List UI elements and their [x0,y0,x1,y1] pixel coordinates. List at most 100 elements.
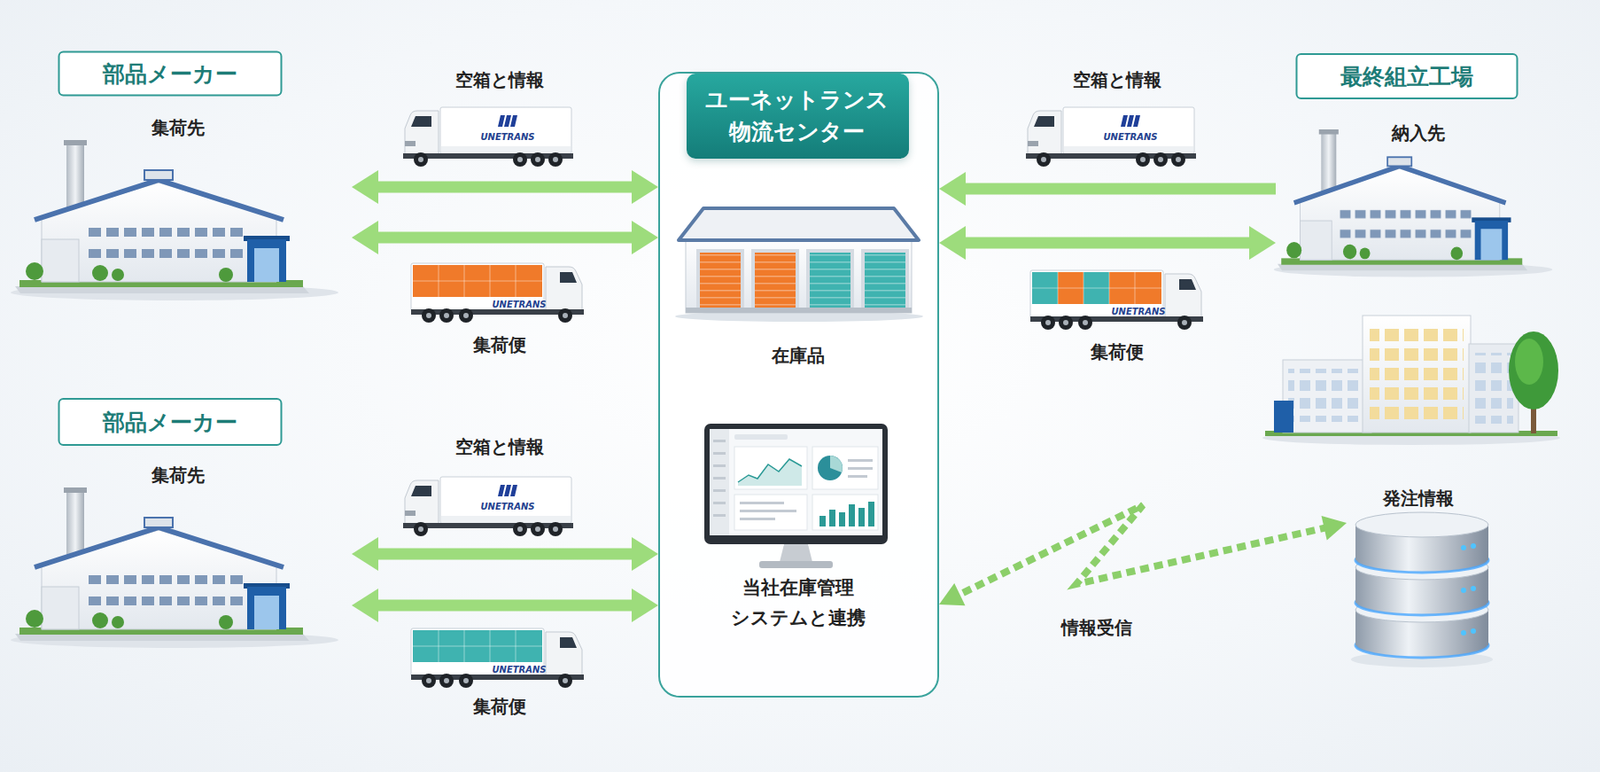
monitor [704,423,888,568]
delivery-point-label: 納入先 [1391,121,1445,146]
logistics-center-header: ユーネットランス 物流センター [686,73,909,159]
arrow-glow [372,177,637,198]
arrow-head [939,582,966,606]
truck-white [1025,107,1197,167]
edge-label: 空箱と情報 [1072,68,1162,93]
parts-maker-title: 部品メーカー [58,397,283,446]
arrow-head [351,536,379,571]
system-link-label-text: 当社在庫管理 システムと連携 [687,572,909,633]
truck-logo-text: UNETRANS [491,664,546,675]
pickup-point-label: 集荷先 [151,116,205,140]
arrow-shaft [372,181,637,194]
truck-logo: UNETRANS [491,664,546,675]
truck-logo-text: UNETRANS [480,501,535,512]
delivery-point-label-text: 納入先 [1391,121,1445,146]
system-link-label: 当社在庫管理 システムと連携 [687,572,909,633]
arrow-shaft [372,548,637,560]
truck-logo-text: UNETRANS [480,132,535,142]
pickup-point-label-text: 集荷先 [151,116,205,140]
edge-label-text: 情報受信 [1061,615,1133,640]
edge-label-text: 空箱と情報 [455,68,544,93]
truck-mixed [1030,270,1204,330]
warehouse [675,208,924,322]
edge-label: 集荷便 [473,694,527,719]
transport-arrow [939,171,1276,206]
truck-orange [411,263,584,323]
parts-maker-group: 部品メーカー集荷先 [15,397,352,651]
edge-label: 空箱と情報 [455,68,544,93]
factory-illustration [10,139,339,301]
assembly-plant-title: 最終組立工場 [1296,53,1519,100]
truck-logo-text: UNETRANS [491,299,546,310]
truck-white [403,476,574,536]
arrow-glow [960,178,1276,200]
arrow-shaft [955,504,1329,597]
arrow-head [631,220,659,255]
truck-logo: UNETRANS [480,132,535,142]
pickup-point-label: 集荷先 [151,463,205,488]
assembly-plant-title-text: 最終組立工場 [1340,62,1474,92]
transport-arrow [351,220,659,255]
factory-illustration [10,487,339,648]
order-info-label: 発注情報 [1382,486,1454,511]
arrow-shaft [960,183,1276,195]
stock-label: 在庫品 [771,343,825,368]
database [1351,512,1493,668]
arrow-head [631,170,659,204]
parts-maker-title: 部品メーカー [58,51,283,97]
truck-logo-text: UNETRANS [1102,132,1158,142]
truck-logo: UNETRANS [480,501,535,512]
arrow-glow [372,227,637,249]
logistics-center-panel: 在庫品当社在庫管理 システムと連携ユーネットランス 物流センター [658,71,940,698]
arrow-shaft [372,232,637,244]
parts-maker-title-text: 部品メーカー [102,59,238,89]
logistics-center-name-text: ユーネットランス 物流センター [692,84,902,148]
truck-logo: UNETRANS [1110,306,1166,317]
arrow-shaft [960,237,1255,249]
parts-maker-group: 部品メーカー集荷先 [15,51,352,309]
arrow-head [631,536,659,571]
arrow-head [939,225,966,260]
truck-white [403,107,574,167]
arrow-head [351,588,379,622]
arrow-shaft [372,599,637,612]
transport-arrow [351,536,659,571]
edge-label-text: 集荷便 [473,333,527,358]
arrow-head [631,588,659,622]
arrow-head [351,170,379,204]
edge-label: 集荷便 [473,333,527,358]
edge-label-text: 集荷便 [473,694,527,719]
office-building [1262,315,1561,445]
factory-illustration [1273,129,1554,278]
truck-logo: UNETRANS [491,299,546,310]
arrow-head [1321,515,1347,540]
order-info-label-text: 発注情報 [1382,486,1454,511]
edge-label: 集荷便 [1090,340,1144,365]
panel-ground [658,71,940,698]
parts-maker-title-text: 部品メーカー [102,407,238,437]
pickup-point-label-text: 集荷先 [151,463,205,488]
transport-arrow [939,225,1276,260]
stock-label-text: 在庫品 [771,343,825,368]
edge-label-text: 集荷便 [1090,340,1144,365]
edge-label: 情報受信 [1061,615,1133,640]
logistics-center-name: ユーネットランス 物流センター [692,84,902,148]
order-database: 発注情報 [1346,478,1491,667]
truck-teal [411,628,584,688]
edge-label-text: 空箱と情報 [1072,68,1162,93]
arrow-head [939,171,966,206]
transport-arrow [351,588,659,622]
info-exchange-arrow [939,504,1347,606]
edge-label-text: 空箱と情報 [455,434,544,459]
truck-logo-text: UNETRANS [1110,306,1166,317]
arrow-head [1249,225,1276,260]
edge-label: 空箱と情報 [455,434,544,459]
truck-logo: UNETRANS [1102,132,1158,142]
arrow-glow [372,543,637,565]
transport-arrow [351,170,659,204]
assembly-plant-group: 最終組立工場納入先 [1275,53,1562,288]
arrow-head [351,220,379,255]
